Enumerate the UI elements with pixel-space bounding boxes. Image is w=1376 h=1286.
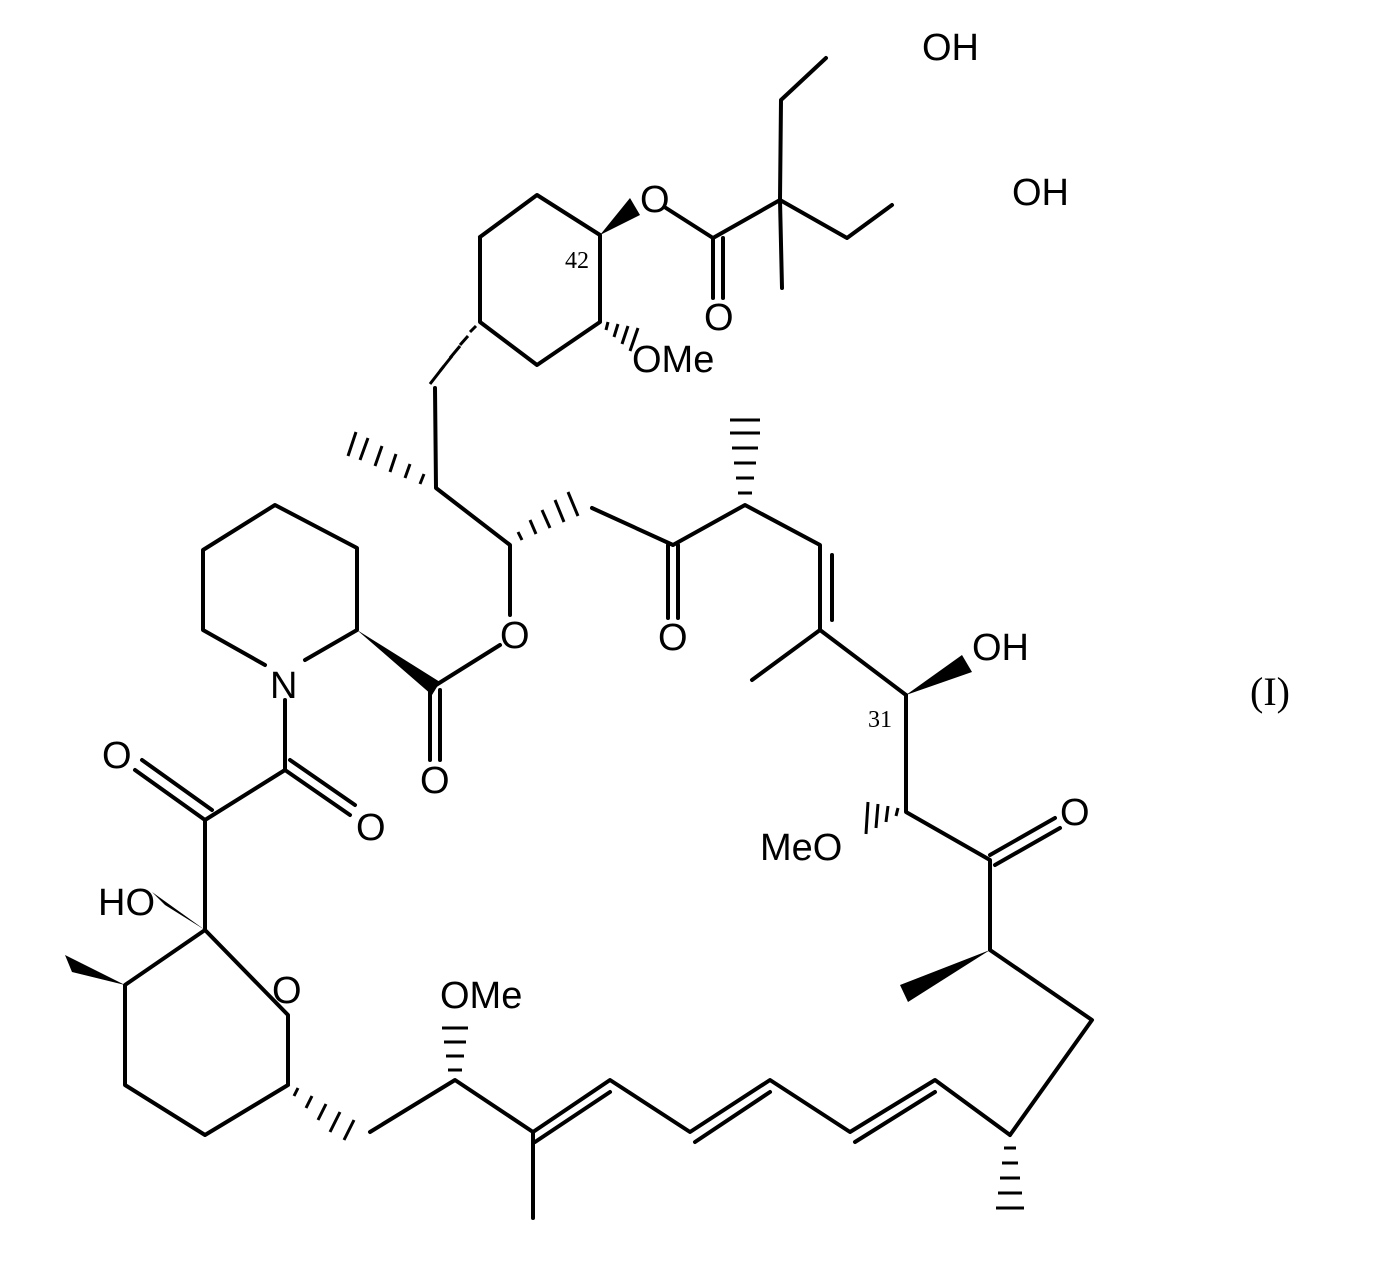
- atom-label-ho: HO: [98, 882, 155, 924]
- cyclohexane-ring: [478, 193, 602, 367]
- hashed-bond: [604, 321, 640, 352]
- atom-label-n: N: [270, 665, 297, 707]
- position-number: 42: [565, 248, 589, 274]
- atom-label-oh: OH: [972, 627, 1029, 669]
- atom-label-o: O: [356, 807, 386, 849]
- atom-label-ome: OMe: [632, 339, 714, 381]
- atom-label-o: O: [102, 735, 132, 777]
- atom-label-o: O: [272, 970, 302, 1012]
- atom-label-o: O: [704, 297, 734, 339]
- atom-label-oh: OH: [1012, 172, 1069, 214]
- compound-label: (I): [1250, 669, 1290, 714]
- atom-label-o: O: [420, 760, 450, 802]
- atom-label-ome: OMe: [440, 975, 522, 1017]
- position-number: 31: [868, 707, 892, 733]
- atom-label-meo: MeO: [760, 827, 842, 869]
- atom-label-o: O: [640, 179, 670, 221]
- wedge-bond: [600, 198, 640, 235]
- atom-label-oh: OH: [922, 27, 979, 69]
- atom-label-o: O: [658, 617, 688, 659]
- atom-label-o: O: [500, 615, 530, 657]
- atom-label-o: O: [1060, 792, 1090, 834]
